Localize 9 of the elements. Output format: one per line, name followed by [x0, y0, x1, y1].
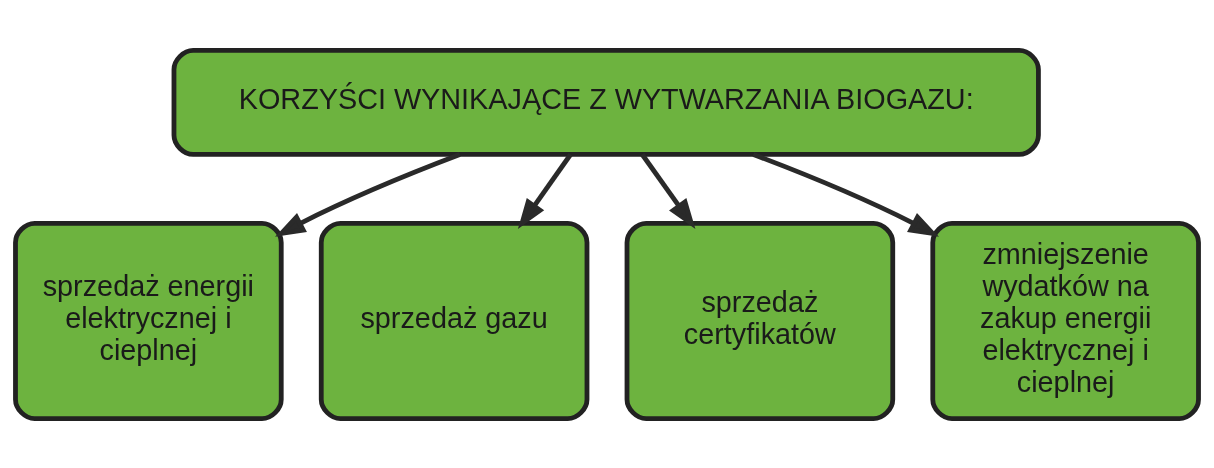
arrow: [640, 152, 696, 229]
node-box: zmniejszenie wydatków na zakup energii elektrycznej i cieplnej: [930, 220, 1201, 421]
node-box: sprzedaż energii elektrycznej i cieplnej: [13, 220, 284, 421]
arrow: [517, 152, 573, 229]
node-box: sprzedaż certyfikatów: [624, 220, 896, 421]
node-box: sprzedaż gazu: [318, 220, 590, 421]
arrow: [275, 151, 461, 237]
arrow: [752, 151, 939, 237]
node-box: KORZYŚCI WYNIKAJĄCE Z WYTWARZANIA BIOGAZU:: [171, 47, 1041, 157]
